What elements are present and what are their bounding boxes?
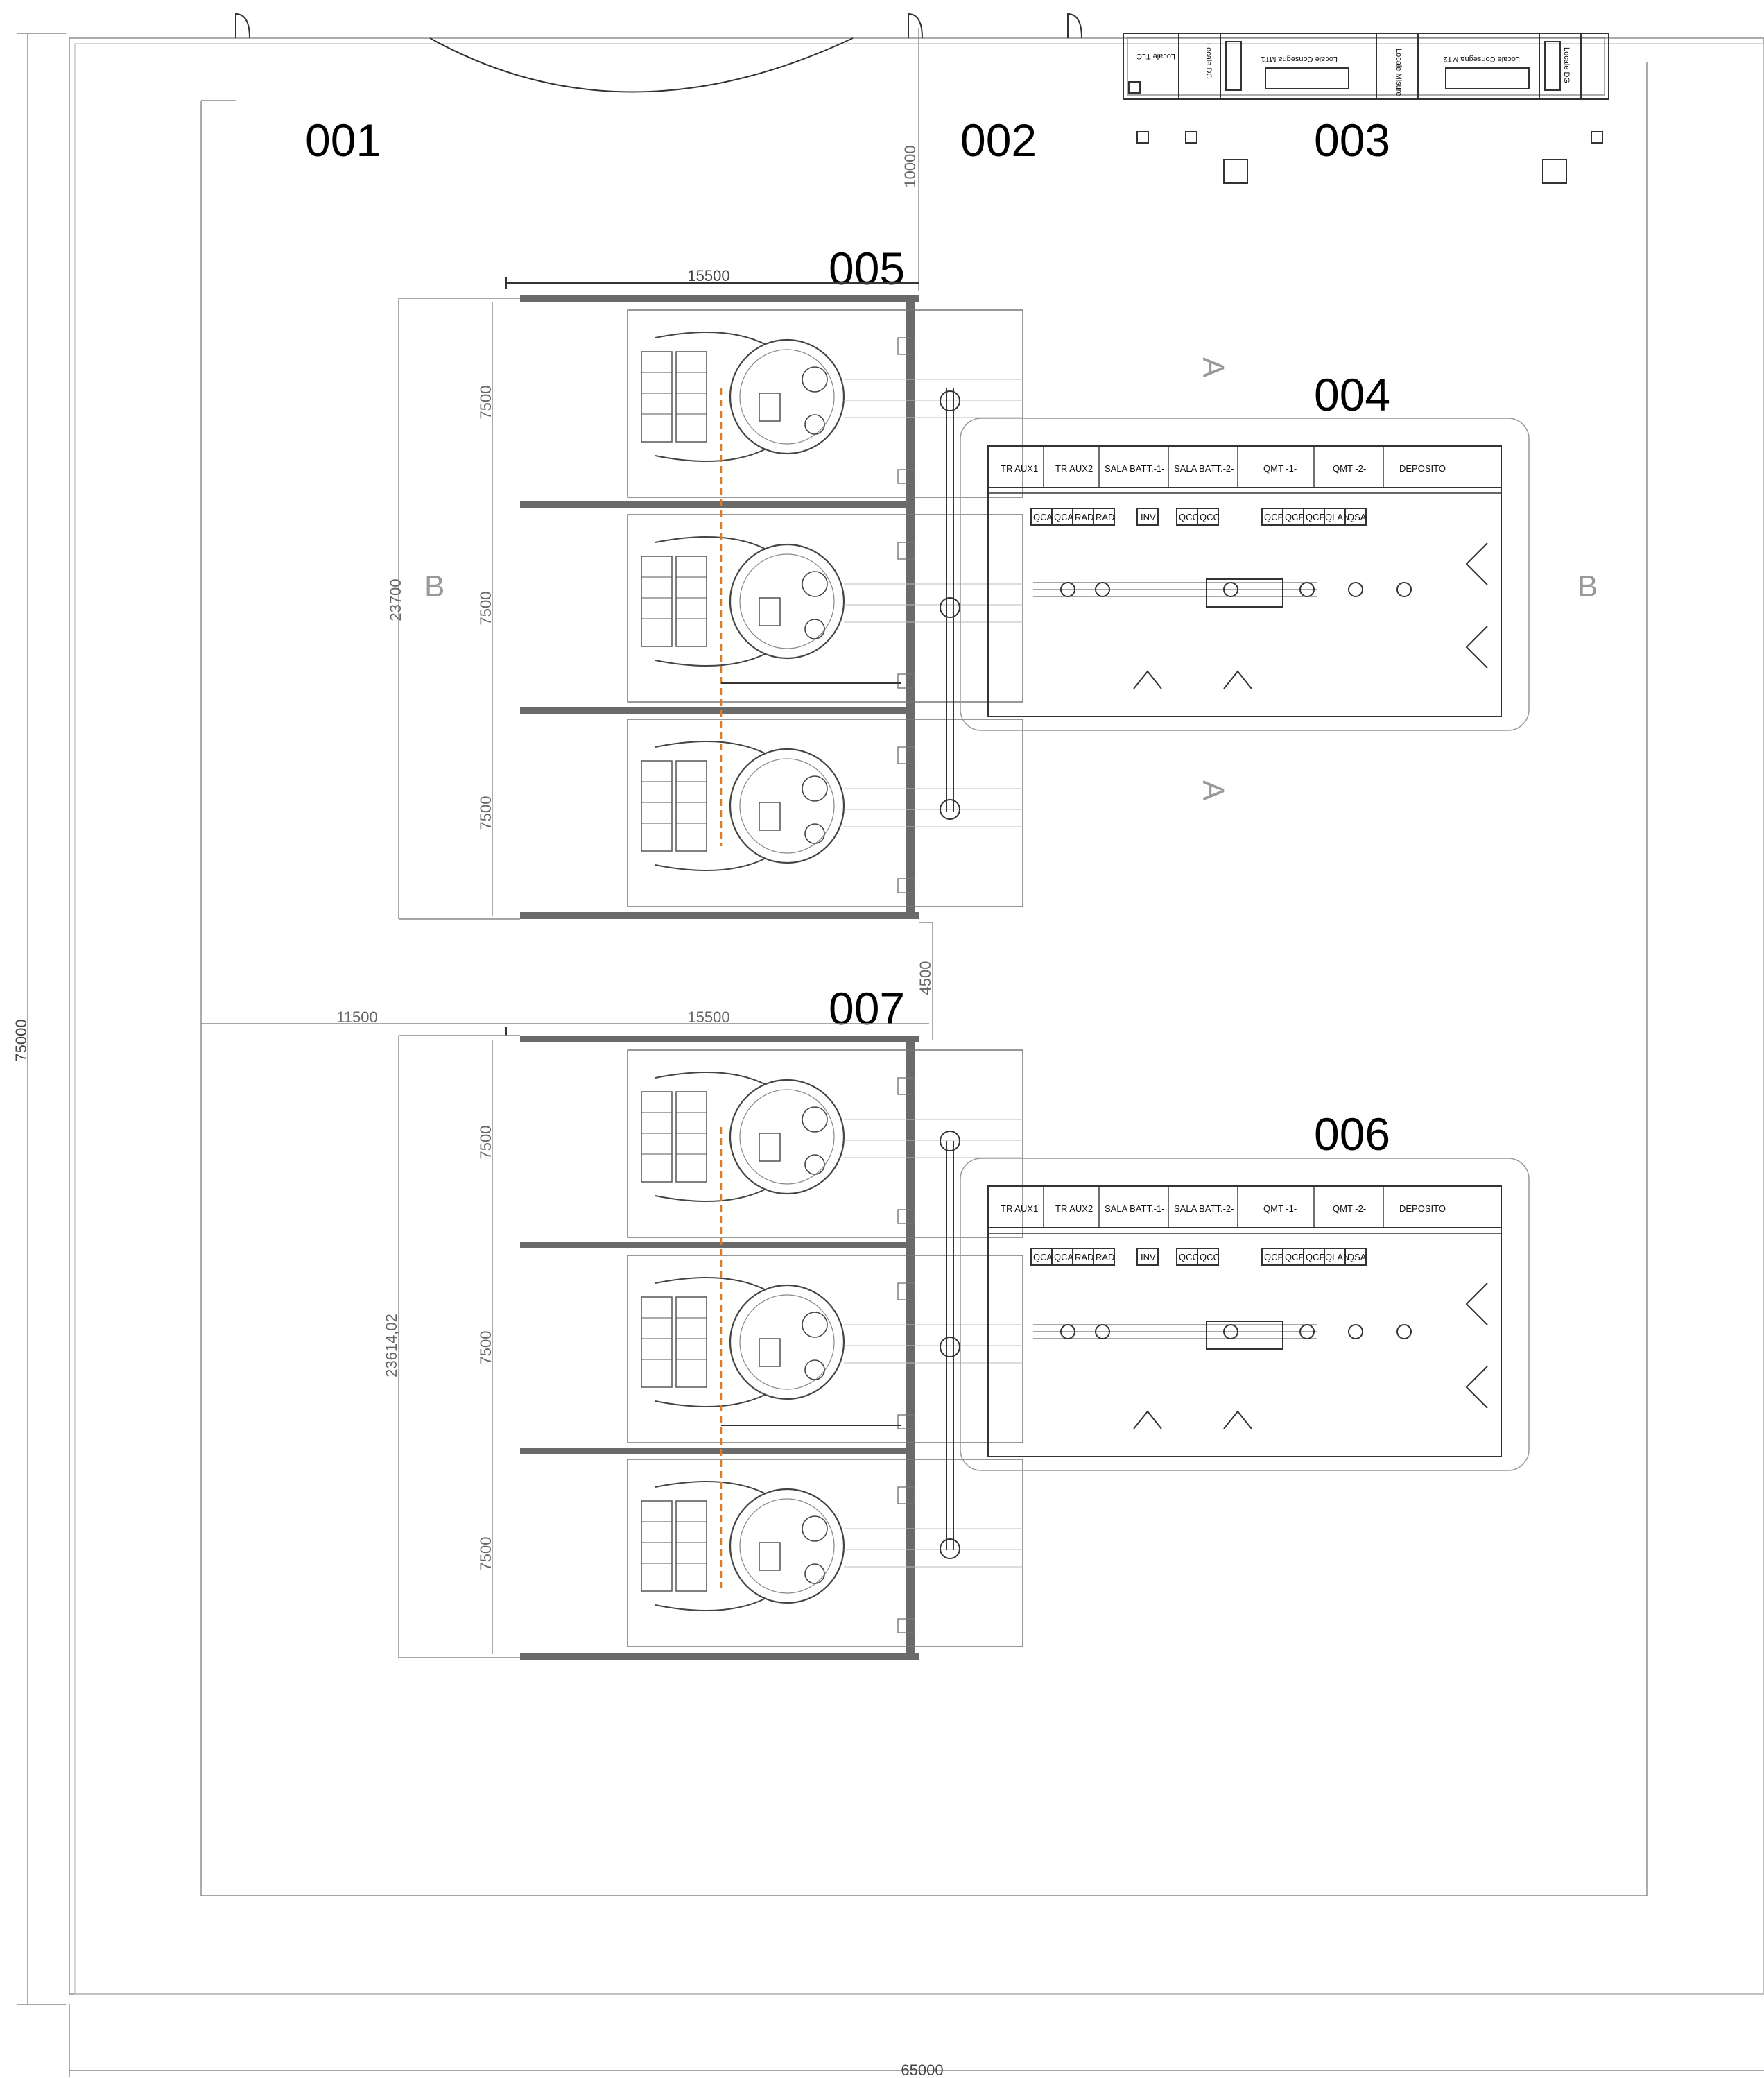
panel-label: QCP [1264,1252,1283,1262]
dim-bay: 7500 [477,1126,494,1160]
dim-total-width: 65000 [901,2061,943,2078]
section-mark-b-right: B [1577,569,1598,603]
dim-bay: 7500 [477,1537,494,1571]
dim-block-height-2: 23614,02 [383,1314,400,1377]
room-label: QMT -2- [1333,1203,1366,1214]
panel-label: QLAN [1325,512,1349,522]
generator-block-007 [201,1023,1024,1660]
top-room-1: Locale TLC [1136,52,1175,60]
room-label: TR AUX2 [1055,463,1093,474]
dim-bay: 7500 [477,592,494,626]
panel-label: QCP [1285,1252,1304,1262]
dim-block-width-2: 15500 [687,1008,729,1026]
panel-label: RAD [1096,512,1114,522]
panel-label: QCC [1179,512,1199,522]
room-label: DEPOSITO [1399,1203,1446,1214]
top-room-2: Locale DG [1204,43,1213,79]
room-label: SALA BATT.-2- [1174,463,1234,474]
room-label: SALA BATT.-1- [1105,463,1164,474]
section-mark-a-top: A [1196,357,1230,378]
zone-004: 004 [1314,369,1390,420]
zone-005: 005 [829,243,905,294]
panel-label: QCA [1033,512,1053,522]
room-label: TR AUX1 [1001,463,1038,474]
room-label: SALA BATT.-2- [1174,1203,1234,1214]
substation-004 [960,418,1530,731]
dim-left-offset: 11500 [336,1008,378,1026]
panel-label: QCA [1033,1252,1053,1262]
panel-label: INV [1141,1252,1156,1262]
substation-006 [960,1158,1530,1471]
panel-label: QCC [1200,512,1220,522]
zone-007: 007 [829,983,905,1034]
top-room-4: Locale Misure [1394,49,1403,96]
section-mark-a-bottom: A [1196,780,1230,801]
room-label: SALA BATT.-1- [1105,1203,1164,1214]
top-room-5: Locale Consegna MT2 [1443,55,1520,63]
room-label: QMT -1- [1263,463,1297,474]
panel-label: QLAN [1325,1252,1349,1262]
panel-label: QCP [1306,1252,1325,1262]
top-room-3: Locale Consegna MT1 [1261,55,1338,63]
zone-006: 006 [1314,1108,1390,1160]
generator-block-005 [398,277,1024,920]
room-label: DEPOSITO [1399,463,1446,474]
panel-label: QCC [1200,1252,1220,1262]
dim-block-width-1: 15500 [687,267,729,284]
panel-label: RAD [1075,512,1093,522]
room-label: TR AUX2 [1055,1203,1093,1214]
dim-bay: 7500 [477,1331,494,1365]
zone-003: 003 [1314,114,1390,166]
dim-bay: 7500 [477,796,494,830]
panel-label: INV [1141,512,1156,522]
dim-block-height-1: 23700 [387,578,404,621]
panel-label: QCP [1306,512,1325,522]
panel-label: QSA [1347,1252,1367,1262]
dim-total-height: 75000 [12,1019,30,1061]
dim-bay: 7500 [477,386,494,420]
panel-label: QCA [1054,1252,1074,1262]
zone-002: 002 [960,114,1037,166]
zone-001: 001 [305,114,381,166]
room-label: QMT -1- [1263,1203,1297,1214]
panel-label: QCP [1285,512,1304,522]
panel-label: RAD [1075,1252,1093,1262]
panel-label: RAD [1096,1252,1114,1262]
panel-label: QCC [1179,1252,1199,1262]
panel-row-006 [1030,1248,1367,1266]
room-label: TR AUX1 [1001,1203,1038,1214]
panel-label: QCA [1054,512,1074,522]
dim-gap-mid: 4500 [917,961,934,995]
panel-label: QCP [1264,512,1283,522]
top-room-6: Locale DG [1562,47,1571,83]
section-mark-b-left: B [424,569,444,603]
room-label: QMT -2- [1333,463,1366,474]
panel-row-004 [1030,508,1367,526]
panel-label: QSA [1347,512,1367,522]
dim-gap-top: 10000 [901,145,919,187]
